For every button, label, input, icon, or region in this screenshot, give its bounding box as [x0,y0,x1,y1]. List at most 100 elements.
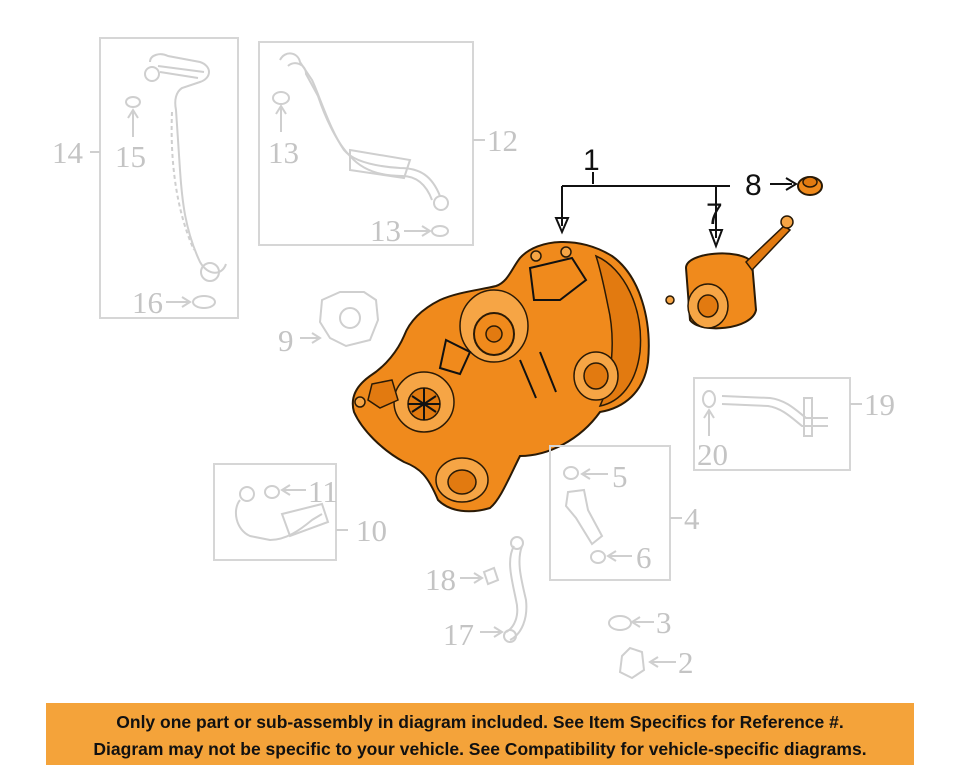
coolant-line-banjo [433,195,449,211]
tube-17-end-lower [503,629,517,643]
callout-11: 11 [308,474,338,509]
washer-20 [702,390,716,408]
callout-13-lower: 13 [370,213,401,248]
gasket-16 [192,295,216,309]
actuator-7-group: 7 [665,186,794,330]
fitting-4 [564,488,604,546]
housing-9-group: 9 [278,291,380,358]
callout-17: 17 [443,617,474,652]
oil-feed-line-frame [99,37,239,319]
callout-9: 9 [278,323,294,358]
turbo-wastegate-rod [519,351,557,399]
leader-1 [554,172,730,235]
hose-10-banjo [239,486,255,502]
arrow-5 [580,468,608,480]
washer-13-upper [272,91,290,105]
turbo-compressor-blades [408,388,440,420]
callout-12: 12 [487,123,518,158]
actuator-7-rod-end [780,215,794,229]
arrow-20 [703,408,715,436]
arrow-16 [166,296,192,308]
tube-17-end [510,536,524,550]
callout-10: 10 [356,513,387,548]
callout-2: 2 [678,645,694,680]
line-19-group: 19 20 [693,377,895,472]
hose-10-sleeve [280,502,330,538]
parts-diagram: 14 15 16 12 13 13 9 [52,37,895,680]
tube-17 [505,545,528,641]
callout-19: 19 [864,387,895,422]
arrow-13-upper [275,104,287,132]
callout-1: 1 [583,144,600,177]
oil-feed-banjo [144,66,160,82]
callout-7: 7 [706,198,723,231]
line-19-bracket [803,397,813,437]
arrow-8 [770,177,798,191]
oil-feed-line-fitting [157,65,205,79]
disclaimer-line-1: Only one part or sub-assembly in diagram… [116,712,844,732]
cap-8-group: 8 [745,169,823,202]
turbo-wastegate-arm [528,256,588,301]
arrow-3 [630,616,654,628]
callout-1-group: 1 [554,144,730,235]
turbo-housing [351,240,650,513]
callout-16: 16 [132,285,163,320]
coolant-line-pipe [279,52,441,197]
callout-20: 20 [697,437,728,472]
callout-6: 6 [636,540,652,575]
turbo-bolt-2 [530,250,542,262]
washer-6 [590,550,606,564]
oil-feed-line-group: 14 15 16 [52,37,239,320]
callout-8: 8 [745,169,762,202]
callout-14: 14 [52,135,84,170]
callout-18: 18 [425,562,456,597]
callout-5: 5 [612,459,628,494]
arrow-17 [480,626,504,638]
actuator-7-rod [744,225,792,272]
disclaimer-line-2: Diagram may not be specific to your vehi… [93,739,867,759]
fitting-4-group: 5 6 4 [549,445,700,581]
oil-feed-line-braid [170,111,195,251]
turbocharger-assembly [351,240,650,513]
callout-4: 4 [684,501,700,536]
callout-15: 15 [115,139,146,174]
line-19-frame [693,377,851,471]
arrow-2 [648,656,676,668]
housing-9 [318,291,380,348]
plug-2 [618,646,646,680]
turbo-outlet-bore [583,362,609,390]
callout-3: 3 [656,605,672,640]
washer-11 [264,485,280,499]
coolant-line-group: 12 13 13 [258,41,518,248]
oil-feed-flange [200,262,220,282]
turbo-bolt-3 [560,246,572,258]
coolant-line-sleeve [349,148,412,180]
hose-10-frame [213,463,337,561]
washer-5 [563,466,579,480]
coolant-line-pipe-inner [287,62,433,201]
bolt-18 [482,566,500,586]
hose-10-pipe [234,499,323,542]
turbo-oil-port [438,338,472,376]
turbo-compressor-outlet-bore [447,469,477,495]
tube-17-group: 18 17 [425,536,528,652]
turbo-bolt-1 [354,396,366,408]
oil-feed-line-hose [149,53,227,274]
washer-15 [125,96,141,108]
arrow-13-lower [404,225,432,237]
parts-2-3-group: 3 2 [608,605,694,680]
turbo-exhaust-flange [594,254,642,408]
actuator-7-port [665,295,675,305]
leader-7 [708,186,724,249]
washer-3 [608,615,632,631]
line-19-pipe [721,395,828,427]
callout-13-upper: 13 [268,135,299,170]
fitting-4-frame [549,445,671,581]
arrow-6 [606,550,632,562]
arrow-15 [127,108,139,137]
turbo-actuator-center [485,325,503,343]
arrow-9 [300,332,322,344]
washer-13-lower [431,225,449,237]
housing-9-bore [339,307,361,329]
arrow-11 [280,484,306,496]
